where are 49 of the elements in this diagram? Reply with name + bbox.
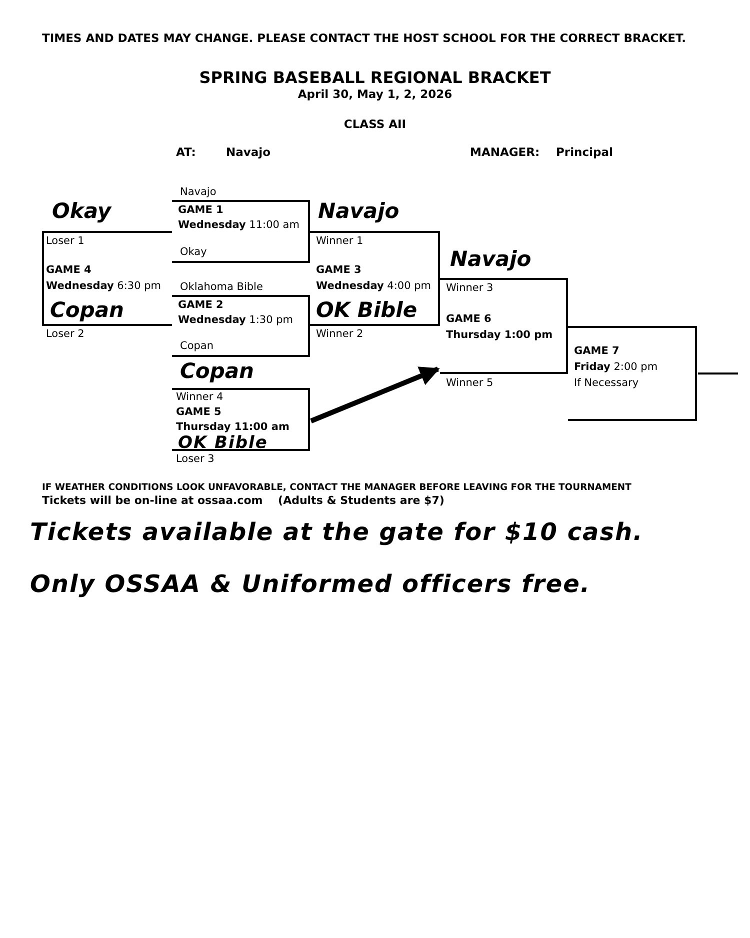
game-number: GAME 1 <box>178 204 224 217</box>
game-time: Wednesday 1:30 pm <box>178 314 293 327</box>
game-time: Wednesday 6:30 pm <box>46 280 161 293</box>
team-name: Okay <box>180 246 207 259</box>
handwritten-note: Only OSSAA & Uniformed officers free. <box>30 570 591 599</box>
team-name: Oklahoma Bible <box>180 281 263 294</box>
field-label: MANAGER: <box>470 146 540 160</box>
game-time: Wednesday 11:00 am <box>178 219 300 232</box>
slot-label: Winner 3 <box>446 282 494 295</box>
handwritten-note: Tickets available at the gate for $10 cash. <box>30 518 644 547</box>
notice-text: TIMES AND DATES MAY CHANGE. PLEASE CONTACT THE HOST SCHOOL FOR THE CORRECT BRACKET. <box>42 32 686 46</box>
handwritten-team-name: Copan <box>50 298 124 324</box>
notice-text: IF WEATHER CONDITIONS LOOK UNFAVORABLE, CONTACT THE MANAGER BEFORE LEAVING FOR THE TOURNAMENT <box>42 482 632 494</box>
handwritten-team-name: Navajo <box>318 199 400 224</box>
game-number: GAME 7 <box>574 345 620 358</box>
slot-label: Winner 1 <box>316 235 364 248</box>
handwritten-team-name: Copan <box>180 359 254 384</box>
game-number: GAME 4 <box>46 264 92 277</box>
site-name: Navajo <box>226 146 270 160</box>
class-text: CLASS AII <box>342 118 408 132</box>
slot-label: Winner 2 <box>316 328 364 341</box>
slot-label: Winner 4 <box>176 391 224 404</box>
game-number: GAME 2 <box>178 299 224 312</box>
game-time: Thursday 11:00 am <box>176 421 290 434</box>
team-name: Copan <box>180 340 214 353</box>
game-number: GAME 3 <box>316 264 362 277</box>
handwritten-team-name: OK Bible <box>178 435 268 452</box>
slot-label: Loser 3 <box>176 453 214 466</box>
bracket-title: SPRING BASEBALL REGIONAL BRACKET <box>198 68 552 88</box>
field-label: AT: <box>176 146 196 160</box>
handwritten-team-name: Navajo <box>450 247 532 272</box>
slot-label: Loser 1 <box>46 235 84 248</box>
game-number: GAME 5 <box>176 406 222 419</box>
note-text: If Necessary <box>574 377 639 390</box>
connector-line <box>698 372 738 374</box>
handwritten-team-name: Okay <box>52 199 112 224</box>
team-name: Navajo <box>180 186 216 199</box>
ticket-info-text: Tickets will be on-line at ossaa.com (Adults & Students are $7) <box>42 494 444 508</box>
date-text: April 30, May 1, 2, 2026 <box>296 88 454 102</box>
game-time: Thursday 1:00 pm <box>446 329 553 342</box>
game-time: Wednesday 4:00 pm <box>316 280 431 293</box>
slot-label: Loser 2 <box>46 328 84 341</box>
game-bracket <box>568 326 698 422</box>
arrow <box>310 366 440 424</box>
game-time: Friday 2:00 pm <box>574 361 658 374</box>
slot-label: Winner 5 <box>446 377 494 390</box>
manager-name: Principal <box>556 146 613 160</box>
game-number: GAME 6 <box>446 313 492 326</box>
handwritten-team-name: OK Bible <box>316 298 418 324</box>
